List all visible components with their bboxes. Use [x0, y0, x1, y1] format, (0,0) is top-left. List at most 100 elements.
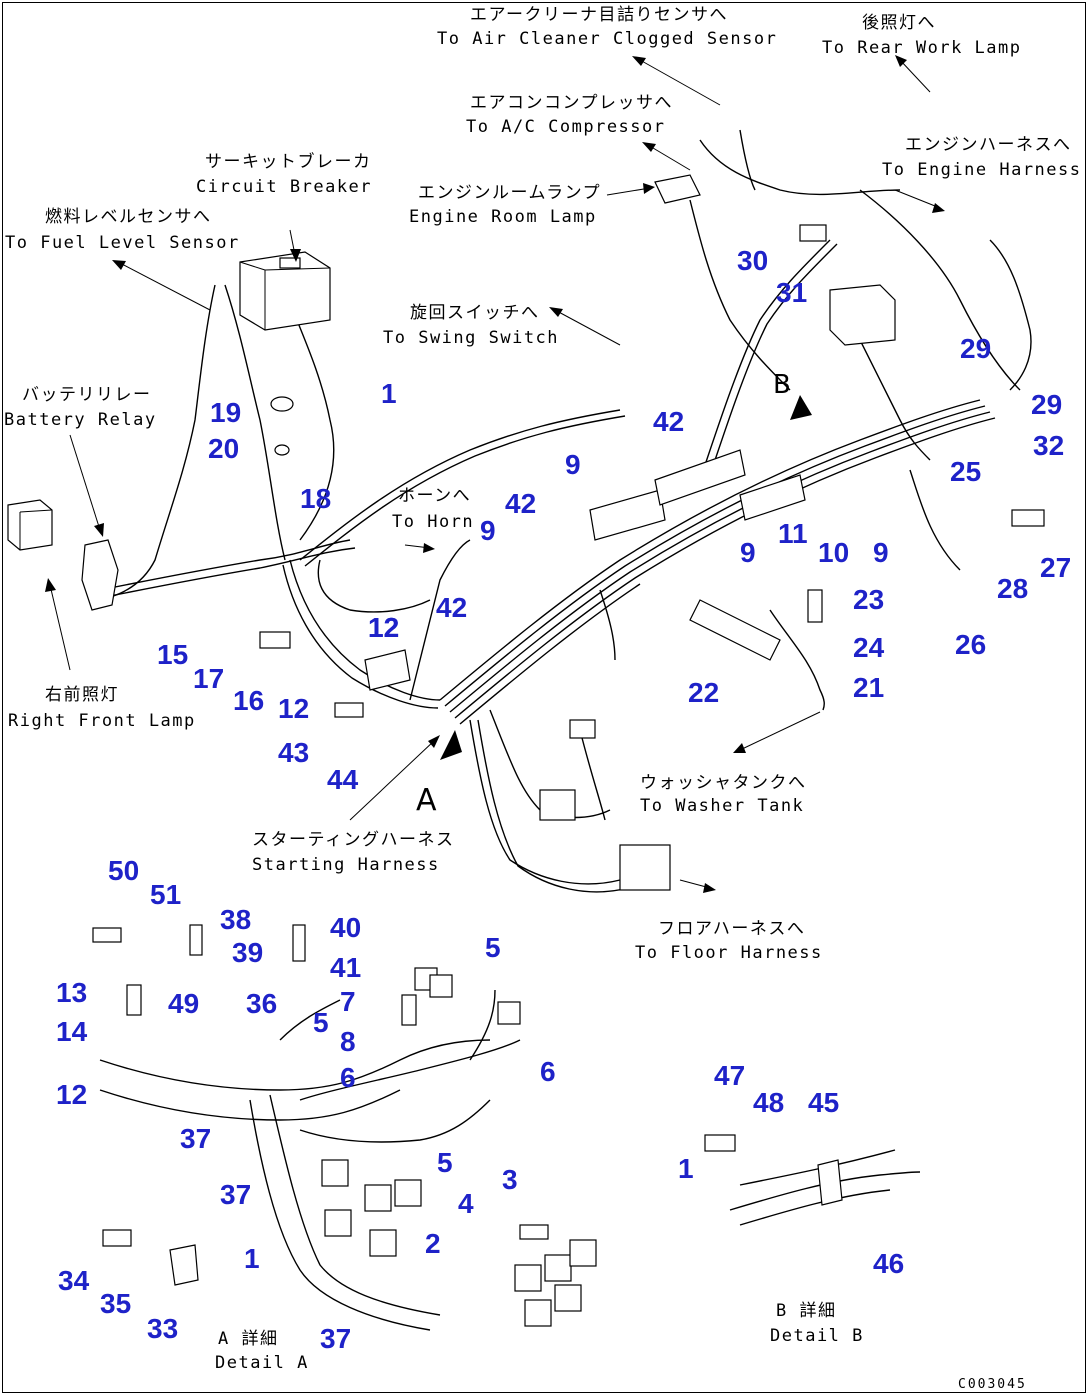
callout-number: 38 [220, 904, 251, 935]
circuit-breaker-icon [239, 251, 331, 331]
washer-tank-label-jp: ウォッシャタンクへ [640, 773, 807, 793]
connector-icon [569, 719, 596, 739]
battery-relay-label-en: Battery Relay [4, 410, 157, 430]
callout-number: 5 [485, 932, 501, 963]
callout-numbers: 1 19 20 18 15 17 16 12 12 43 44 30 31 29… [56, 245, 1071, 1354]
callout-number: 9 [740, 537, 756, 568]
callout-number: 19 [210, 397, 241, 428]
callout-number: 6 [340, 1062, 356, 1093]
callout-number: 42 [436, 592, 467, 623]
callout-number: 42 [505, 488, 536, 519]
callout-number: 50 [108, 855, 139, 886]
components [7, 174, 1045, 1331]
callout-number: 37 [220, 1179, 251, 1210]
callout-number: 9 [480, 515, 496, 546]
callout-number: 40 [330, 912, 361, 943]
callout-number: 44 [327, 764, 359, 795]
callout-number: 1 [381, 378, 397, 409]
callout-number: 23 [853, 584, 884, 615]
washer-tank-label-en: To Washer Tank [640, 796, 804, 816]
connector-icon [619, 844, 671, 891]
detail-a-harness [99, 989, 521, 1331]
callout-number: 31 [776, 277, 807, 308]
callout-number: 34 [58, 1265, 90, 1296]
callout-number: 20 [208, 433, 239, 464]
callout-number: 27 [1040, 552, 1071, 583]
callout-number: 9 [565, 449, 581, 480]
callout-number: 51 [150, 879, 181, 910]
callout-number: 14 [56, 1016, 88, 1047]
fuel-level-label-jp: 燃料レベルセンサへ [45, 207, 212, 227]
callout-number: 30 [737, 245, 768, 276]
view-b-label: B [773, 370, 791, 400]
callout-number: 46 [873, 1248, 904, 1279]
callout-number: 32 [1033, 430, 1064, 461]
callout-number: 33 [147, 1313, 178, 1344]
callout-number: 48 [753, 1087, 784, 1118]
callout-number: 42 [653, 406, 684, 437]
callout-number: 22 [688, 677, 719, 708]
callout-number: 41 [330, 952, 361, 983]
callout-number: 12 [278, 693, 309, 724]
battery-relay-icon [7, 499, 119, 611]
callout-number: 16 [233, 685, 264, 716]
swing-switch-label-en: To Swing Switch [383, 328, 559, 348]
connector-icon [539, 789, 576, 821]
callout-number: 15 [157, 639, 188, 670]
rear-lamp-label-jp: 後照灯へ [862, 13, 936, 33]
callout-number: 17 [193, 663, 224, 694]
bolt-icons [92, 224, 1045, 1247]
fuel-level-label-en: To Fuel Level Sensor [5, 233, 240, 253]
horn-label-en: To Horn [392, 512, 474, 532]
callout-number: 29 [960, 333, 991, 364]
engine-room-lamp-icon [654, 174, 701, 204]
detail-a-label-en: Detail A [215, 1353, 309, 1373]
engine-harness-label-jp: エンジンハーネスへ [905, 135, 1072, 155]
ac-compressor-label-jp: エアコンコンプレッサへ [470, 93, 673, 113]
relay-block-icon [829, 284, 896, 346]
drawing-code: C003045 [958, 1377, 1027, 1392]
right-front-lamp-label-en: Right Front Lamp [8, 711, 196, 731]
callout-number: 1 [244, 1243, 260, 1274]
air-cleaner-label-en: To Air Cleaner Clogged Sensor [437, 29, 777, 49]
leader-arrows [45, 55, 945, 893]
view-arrow-a-icon [440, 730, 462, 760]
callout-number: 4 [458, 1188, 474, 1219]
callout-number: 35 [100, 1288, 131, 1319]
view-a-label: A [416, 783, 437, 818]
callout-number: 37 [320, 1323, 351, 1354]
callout-number: 8 [340, 1026, 356, 1057]
floor-harness-label-en: To Floor Harness [635, 943, 823, 963]
callout-number: 36 [246, 988, 277, 1019]
callout-number: 12 [368, 612, 399, 643]
callout-number: 21 [853, 672, 884, 703]
detail-a-connectors [321, 967, 597, 1327]
rear-lamp-label-en: To Rear Work Lamp [822, 38, 1022, 58]
air-cleaner-label-jp: エアークリーナ目詰りセンサへ [470, 5, 728, 25]
ac-compressor-label-en: To A/C Compressor [466, 117, 666, 137]
callout-number: 12 [56, 1079, 87, 1110]
callout-number: 1 [678, 1153, 694, 1184]
callout-number: 13 [56, 977, 87, 1008]
view-arrow-b-icon [790, 395, 812, 420]
circuit-breaker-label-en: Circuit Breaker [196, 177, 372, 197]
callout-number: 2 [425, 1228, 441, 1259]
engine-harness-label-en: To Engine Harness [882, 160, 1082, 180]
starting-harness-label-jp: スターティングハーネス [252, 830, 454, 850]
callout-number: 45 [808, 1087, 839, 1118]
callout-number: 18 [300, 483, 331, 514]
callout-number: 5 [437, 1147, 453, 1178]
labels: エアークリーナ目詰りセンサへ To Air Cleaner Clogged Se… [4, 5, 1082, 1392]
callout-number: 39 [232, 937, 263, 968]
callout-number: 3 [502, 1164, 518, 1195]
callout-number: 10 [818, 537, 849, 568]
callout-number: 37 [180, 1123, 211, 1154]
engine-room-lamp-label-jp: エンジンルームランプ [418, 183, 601, 203]
callout-number: 5 [313, 1007, 329, 1038]
detail-b-harness [729, 1149, 921, 1226]
right-front-lamp-label-jp: 右前照灯 [45, 685, 119, 705]
detail-b-label-jp: B 詳細 [776, 1301, 836, 1321]
detail-b-label-en: Detail B [770, 1326, 864, 1346]
